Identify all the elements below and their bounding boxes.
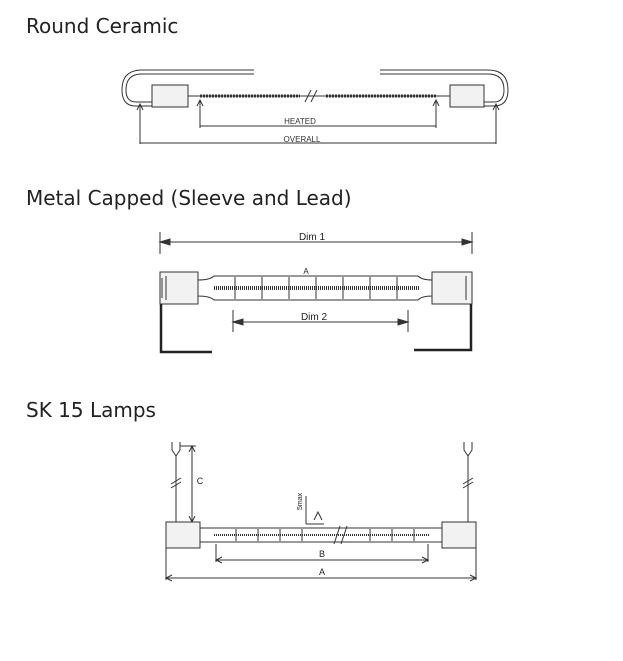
- dim2-label: Dim 2: [301, 312, 328, 323]
- metal-capped-diagram: Dim 1 A Dim 2: [158, 232, 474, 354]
- lamp-left-sleeve: [121, 69, 254, 108]
- sk15-diagram: C 5max B A: [164, 442, 478, 582]
- hook-left: [170, 442, 182, 522]
- overall-dimension: [136, 102, 500, 144]
- c-dimension: [180, 444, 196, 524]
- gap-indicator: [305, 496, 324, 525]
- lead-wires: [159, 304, 473, 354]
- lamp-filament: [188, 89, 450, 103]
- end-cap-right: [441, 521, 477, 549]
- section-title-metal-capped: Metal Capped (Sleeve and Lead): [26, 186, 352, 210]
- a-dimension: [164, 548, 478, 582]
- gap-label: 5max: [297, 492, 304, 510]
- dim1-dimension: [158, 232, 474, 254]
- dim1-label: Dim 1: [299, 232, 326, 243]
- section-title-sk15: SK 15 Lamps: [26, 398, 156, 422]
- b-label: B: [319, 549, 325, 559]
- marker-label: A: [303, 267, 309, 276]
- metal-cap-left: [159, 271, 199, 305]
- heated-dimension: [196, 98, 440, 128]
- c-label: C: [197, 476, 204, 486]
- lamp-right-sleeve: [380, 69, 509, 108]
- heated-label: HEATED: [284, 117, 316, 126]
- sk15-tube: [199, 525, 443, 545]
- metal-cap-right: [431, 271, 473, 305]
- b-dimension: [214, 544, 430, 564]
- round-ceramic-diagram: HEATED OVERALL: [121, 69, 509, 144]
- dim2-dimension: [231, 310, 410, 332]
- section-title-round-ceramic: Round Ceramic: [26, 14, 179, 38]
- a-label: A: [319, 567, 325, 577]
- filament-coil: [214, 277, 420, 299]
- hook-right: [462, 442, 474, 522]
- end-cap-left: [165, 521, 201, 549]
- overall-label: OVERALL: [284, 135, 321, 144]
